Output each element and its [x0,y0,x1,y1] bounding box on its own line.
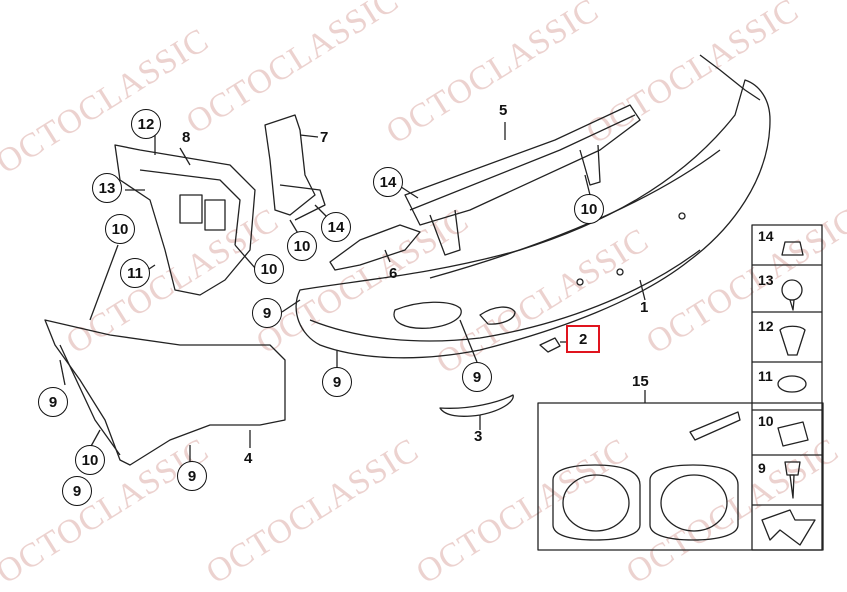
fastener-label-13[interactable]: 13 [758,272,774,288]
callout-9-bumper[interactable]: 9 [252,298,282,328]
callout-9-corner[interactable]: 9 [177,461,207,491]
callout-9-lower[interactable]: 9 [322,367,352,397]
callout-10-beam[interactable]: 10 [574,194,604,224]
bumper-top-edge [429,149,721,279]
label-3[interactable]: 3 [474,428,483,445]
fastener-label-9[interactable]: 9 [758,460,766,476]
callout-11[interactable]: 11 [120,258,150,288]
label-8[interactable]: 8 [182,129,191,146]
callout-13[interactable]: 13 [92,173,122,203]
label-15[interactable]: 15 [632,373,649,390]
label-6[interactable]: 6 [389,265,398,282]
exhaust-trim-box [537,402,824,551]
label-5[interactable]: 5 [499,102,508,119]
fastener-label-14[interactable]: 14 [758,228,774,244]
fastener-label-10[interactable]: 10 [758,413,774,429]
fastener-column [751,224,823,551]
callout-14-beam[interactable]: 14 [373,167,403,197]
label-1[interactable]: 1 [640,299,649,316]
callout-9-bottom[interactable]: 9 [62,476,92,506]
label-7[interactable]: 7 [320,129,329,146]
callout-14-upper[interactable]: 14 [321,212,351,242]
trim-strip [439,394,514,417]
label-2[interactable]: 2 [579,331,588,348]
callout-10-bracket[interactable]: 10 [254,254,284,284]
upper-bracket [264,114,316,216]
side-cover [44,319,286,466]
reinforcement-beam [404,104,641,226]
guide-part [329,224,421,271]
fastener-label-12[interactable]: 12 [758,318,774,334]
callout-10-side[interactable]: 10 [75,445,105,475]
callout-10-left[interactable]: 10 [105,214,135,244]
direction-arrow-icon [761,509,816,546]
callout-9-side[interactable]: 9 [38,387,68,417]
callout-12[interactable]: 12 [131,109,161,139]
callout-9-exhaust[interactable]: 9 [462,362,492,392]
label-4[interactable]: 4 [244,450,253,467]
bumper-right-inner [699,54,761,101]
left-bracket [114,144,256,296]
bumper-lower-lip [309,249,701,342]
bumper-shell [295,79,771,359]
clip-part [539,337,561,353]
highlight-part-2[interactable]: 2 [566,325,600,353]
callout-10-upper[interactable]: 10 [287,231,317,261]
fastener-label-11[interactable]: 11 [758,368,773,384]
